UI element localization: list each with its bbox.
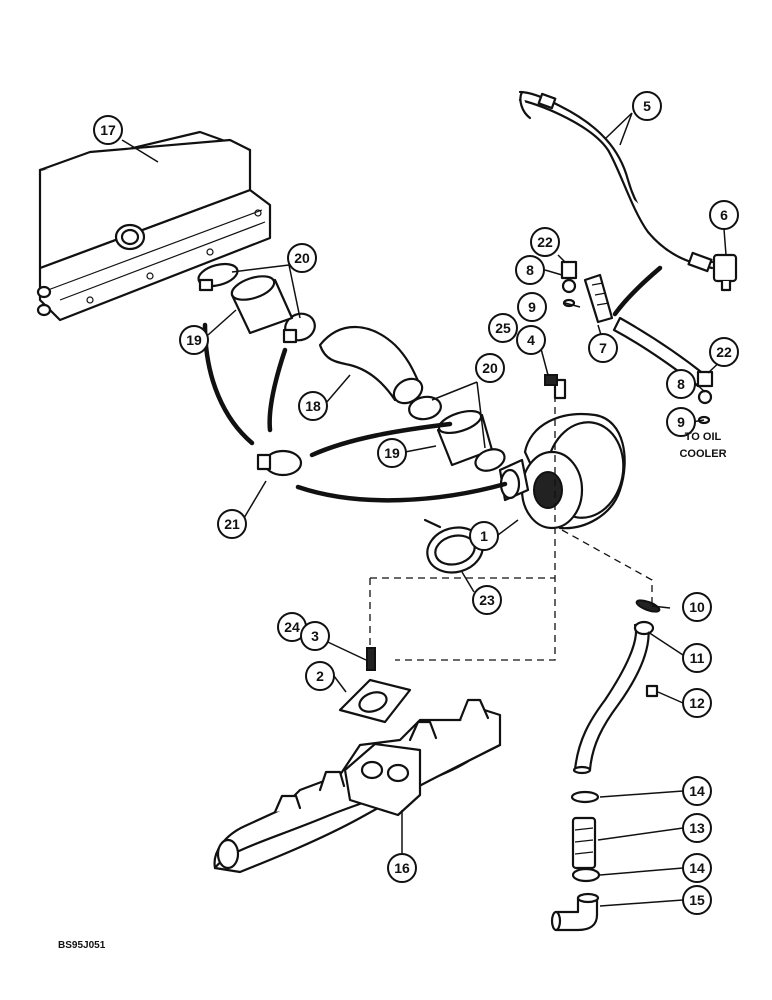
hose-clamp-middle [408,395,442,421]
svg-text:12: 12 [689,695,705,711]
callout-4: 4 [516,325,546,355]
callout-3: 3 [300,621,330,651]
svg-text:3: 3 [311,628,319,644]
callout-25: 25 [488,313,518,343]
callout-13: 13 [682,813,712,843]
elbow-fitting [712,253,738,292]
svg-text:7: 7 [599,340,607,356]
note-cooler: COOLER [679,448,726,460]
svg-text:1: 1 [480,528,488,544]
oil-supply-hose [518,90,714,273]
figure-id: BS95J051 [58,940,106,951]
svg-text:25: 25 [495,320,511,336]
svg-text:6: 6 [720,207,728,223]
oil-drain-tube [572,620,655,775]
svg-text:5: 5 [643,98,651,114]
svg-text:14: 14 [689,783,705,799]
hose-clamp-lower [256,449,303,477]
svg-text:2: 2 [316,668,324,684]
svg-text:20: 20 [482,360,498,376]
callout-22-lower: 22 [709,337,739,367]
callout-20-upper: 20 [287,243,317,273]
callout-14-upper: 14 [682,776,712,806]
alignment-lines [369,395,653,661]
callout-9-upper: 9 [517,292,547,322]
turbocharger [498,378,626,530]
callout-21: 21 [217,509,247,539]
callout-9-lower: 9 [666,407,696,437]
callout-5: 5 [632,91,662,121]
svg-text:23: 23 [479,592,495,608]
hose-clamp-top-small [570,790,600,804]
hose-lower [436,409,506,472]
callout-19-upper: 19 [179,325,209,355]
svg-text:13: 13 [689,820,705,836]
svg-text:9: 9 [528,299,536,315]
svg-text:16: 16 [394,860,410,876]
stud [366,647,376,671]
adapter-fitting-upper [560,260,578,294]
hose-clamp-bottom-small [571,867,601,883]
svg-text:24: 24 [284,619,300,635]
callout-8-lower: 8 [666,369,696,399]
leader-lines [121,112,727,907]
svg-text:8: 8 [677,376,685,392]
capscrew [645,684,659,698]
hose-upper [230,275,294,335]
callout-23: 23 [472,585,502,615]
callout-15: 15 [682,885,712,915]
callout-11: 11 [682,643,712,673]
callout-1: 1 [469,521,499,551]
hose-clamp-upper-left [197,262,239,292]
manifold-gasket [338,678,412,724]
nut [544,374,558,386]
svg-text:22: 22 [537,234,553,250]
callout-2: 2 [305,661,335,691]
callout-22-upper: 22 [530,227,560,257]
svg-text:19: 19 [384,445,400,461]
svg-text:19: 19 [186,332,202,348]
callout-19-lower: 19 [377,438,407,468]
callout-16: 16 [387,853,417,883]
callout-17: 17 [93,115,123,145]
callout-10: 10 [682,592,712,622]
callout-7: 7 [588,333,618,363]
svg-text:4: 4 [527,332,535,348]
svg-text:17: 17 [100,122,116,138]
callout-6: 6 [709,200,739,230]
callout-12: 12 [682,688,712,718]
svg-text:14: 14 [689,860,705,876]
callout-14-lower: 14 [682,853,712,883]
note-to-oil: TO OIL [685,431,722,443]
drain-hose [571,816,597,870]
svg-text:11: 11 [690,650,705,666]
elbow-connector [550,892,600,932]
svg-text:18: 18 [305,398,321,414]
hose-clamp-upper-right [282,312,316,344]
exhaust-manifold [213,698,502,874]
callout-20-middle: 20 [475,353,505,383]
callout-8-upper: 8 [515,255,545,285]
adapter-fitting-lower [696,370,714,405]
elbow-tube [318,325,424,405]
svg-text:8: 8 [526,262,534,278]
v-band-clamp [423,518,484,574]
svg-text:10: 10 [689,599,705,615]
svg-text:20: 20 [294,250,310,266]
svg-text:9: 9 [677,414,685,430]
drain-gasket [635,599,661,613]
aftercooler-housing [36,130,272,322]
svg-text:15: 15 [689,892,705,908]
oil-return-hose-upper [583,273,614,324]
svg-text:21: 21 [224,516,240,532]
svg-text:22: 22 [716,344,732,360]
callout-18: 18 [298,391,328,421]
